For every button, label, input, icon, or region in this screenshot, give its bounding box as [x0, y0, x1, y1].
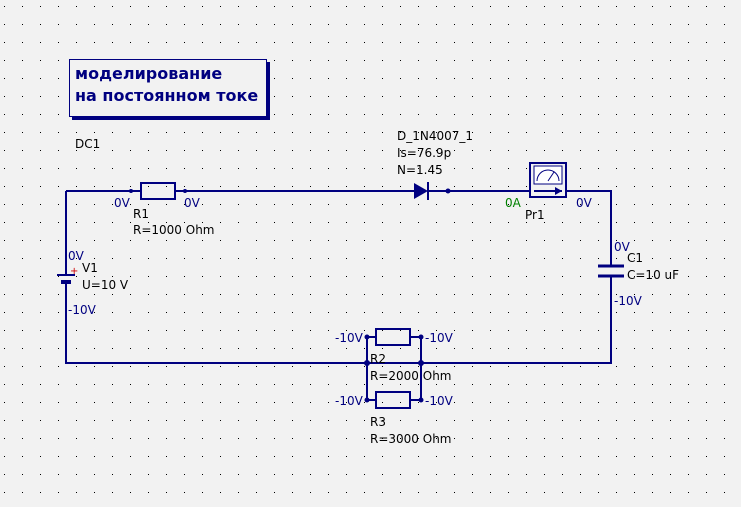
r1-value[interactable]: R=1000 Ohm	[133, 223, 215, 237]
diode-name[interactable]: D_1N4007_1	[397, 129, 474, 143]
r2-value[interactable]: R=2000 Ohm	[370, 369, 452, 383]
simulation-name[interactable]: DC1	[75, 137, 101, 151]
title-line-2: на постоянном токе	[75, 86, 259, 105]
title-box[interactable]: моделирование на постоянном токе	[69, 59, 267, 117]
node-voltage-probe-right: 0V	[576, 196, 592, 210]
capacitor-c1[interactable]	[598, 264, 624, 278]
title-line-1: моделирование	[75, 64, 223, 83]
probe-name[interactable]: Pr1	[525, 208, 545, 222]
node-voltage-v1-top: 0V	[68, 249, 84, 263]
wire-probe-right	[566, 190, 612, 266]
r3-value[interactable]: R=3000 Ohm	[370, 432, 452, 446]
probe-current: 0A	[505, 196, 521, 210]
node-voltage-r3-left: -10V	[335, 394, 363, 408]
node-voltage-c1-top: 0V	[614, 240, 630, 254]
diode-param-is[interactable]: Is=76.9p	[397, 146, 452, 160]
node-voltage-v1-bottom: -10V	[68, 303, 96, 317]
diode-param-n[interactable]: N=1.45	[397, 163, 443, 177]
r3-name[interactable]: R3	[370, 415, 386, 429]
wire-c1-bottom	[367, 276, 612, 364]
resistor-r3[interactable]	[375, 391, 411, 409]
v1-value[interactable]: U=10 V	[82, 278, 129, 292]
r2-name[interactable]: R2	[370, 352, 386, 366]
c1-name[interactable]: C1	[627, 251, 644, 265]
resistor-r2[interactable]	[375, 328, 411, 346]
node-voltage-r2-left: -10V	[335, 331, 363, 345]
wire-left-lower	[65, 290, 367, 364]
r1-name[interactable]: R1	[133, 207, 149, 221]
node-voltage-r3-right: -10V	[425, 394, 453, 408]
current-probe-pr1[interactable]	[529, 162, 567, 198]
voltage-source-v1[interactable]: +	[57, 266, 78, 290]
v1-name[interactable]: V1	[82, 261, 98, 275]
node-voltage-r1-left: 0V	[114, 196, 130, 210]
node-voltage-r1-right: 0V	[184, 196, 200, 210]
junctions	[364, 334, 424, 403]
resistor-r1[interactable]	[129, 182, 187, 200]
svg-text:+: +	[70, 266, 78, 277]
c1-value[interactable]: C=10 uF	[627, 268, 680, 282]
node-voltage-r2-right: -10V	[425, 331, 453, 345]
node-voltage-c1-bottom: -10V	[614, 294, 642, 308]
diode-d1[interactable]	[394, 182, 451, 200]
schematic-grid	[4, 6, 725, 493]
